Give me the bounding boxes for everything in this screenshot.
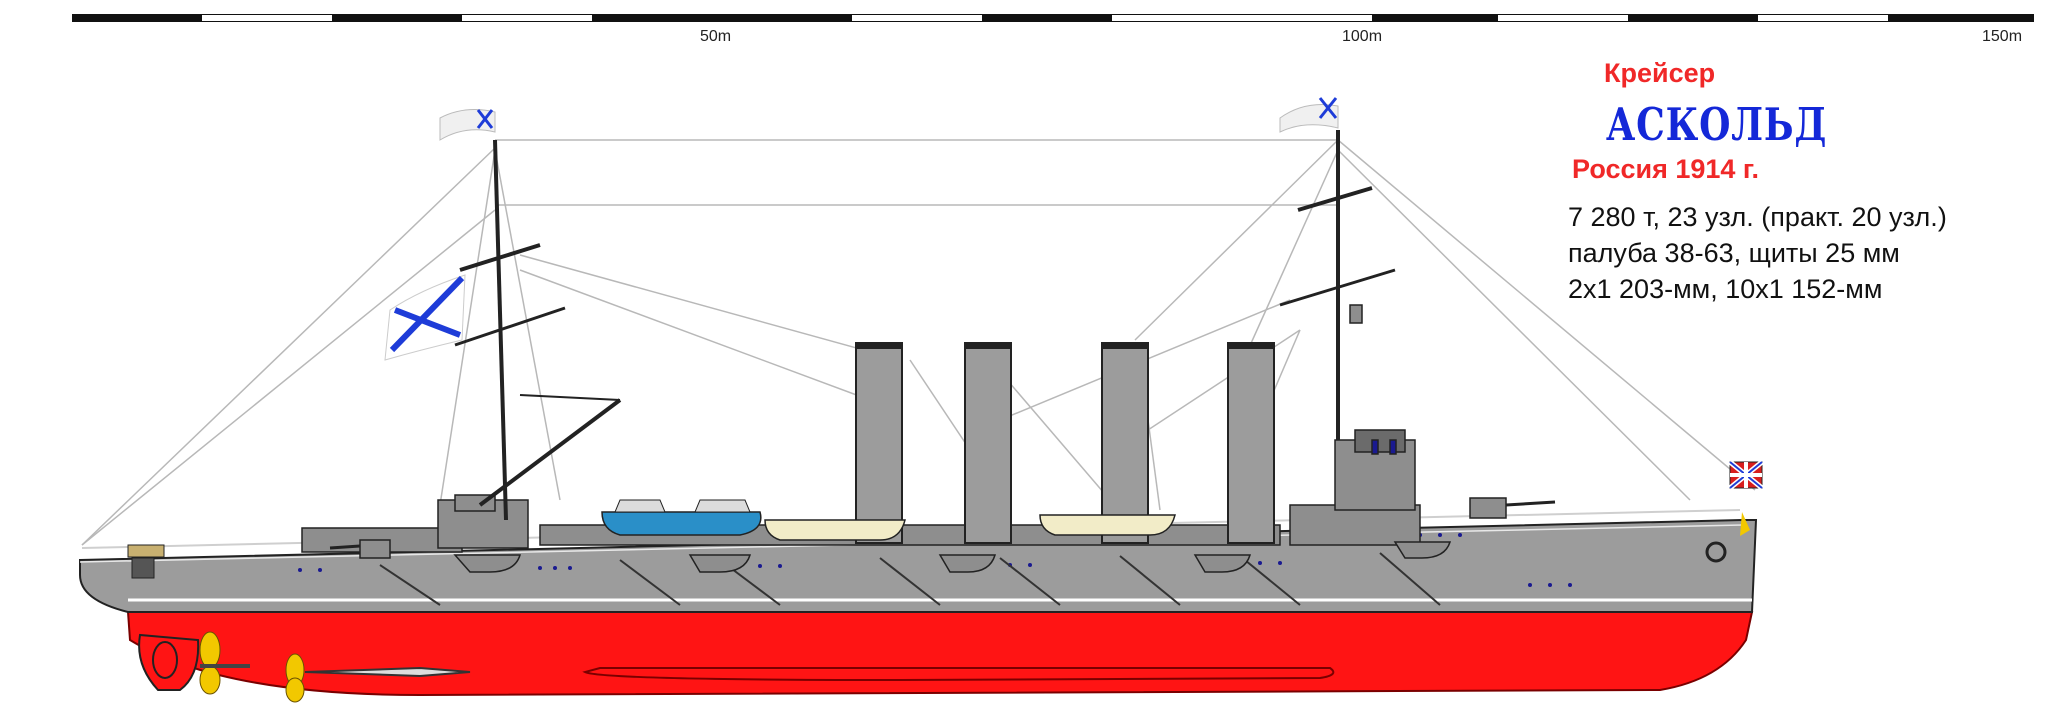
- spec-displacement-speed: 7 280 т, 23 узл. (практ. 20 узл.): [1568, 202, 1947, 232]
- ship-name: АСКОЛЬД: [1606, 98, 1828, 151]
- ship-class-label: Крейсер: [1604, 58, 1716, 88]
- stern-details: [127, 544, 165, 579]
- ship-country-year: Россия 1914 г.: [1572, 154, 1759, 184]
- rigging: [81, 139, 1756, 546]
- scale-label-50m: 50m: [700, 28, 732, 45]
- blue-boat: [601, 511, 762, 536]
- lifeboats: [453, 541, 1452, 573]
- cream-boat-1: [764, 519, 906, 541]
- gun-turret: [329, 494, 1556, 559]
- anchor-icon: [1705, 512, 1750, 563]
- flag-mainmast: [1279, 97, 1339, 133]
- scale-label-100m: 100m: [1342, 28, 1383, 45]
- spec-armament: 2x1 203-мм, 10x1 152-мм: [1568, 274, 1883, 304]
- foremast: [454, 139, 622, 521]
- portholes: [298, 533, 1572, 587]
- scale-label-150m: 150m: [1982, 28, 2023, 45]
- jack-flag-icon: [1728, 460, 1764, 490]
- funnel-1: [855, 342, 903, 544]
- underwater-hull: [126, 611, 1754, 697]
- mainmast: [1279, 130, 1396, 440]
- scale-bar: [72, 14, 2034, 22]
- propeller-shaft: [285, 653, 471, 703]
- funnel-2: [964, 342, 1012, 544]
- rudder: [138, 633, 200, 691]
- cream-boat-2: [1039, 514, 1176, 536]
- flag-foremast: [439, 109, 496, 141]
- spec-armor: палуба 38-63, щиты 25 мм: [1568, 238, 1900, 268]
- propeller-icon: [199, 631, 250, 695]
- funnel-3: [1101, 342, 1149, 544]
- funnel-4: [1227, 342, 1275, 544]
- st-andrew-flag-icon: [384, 274, 466, 361]
